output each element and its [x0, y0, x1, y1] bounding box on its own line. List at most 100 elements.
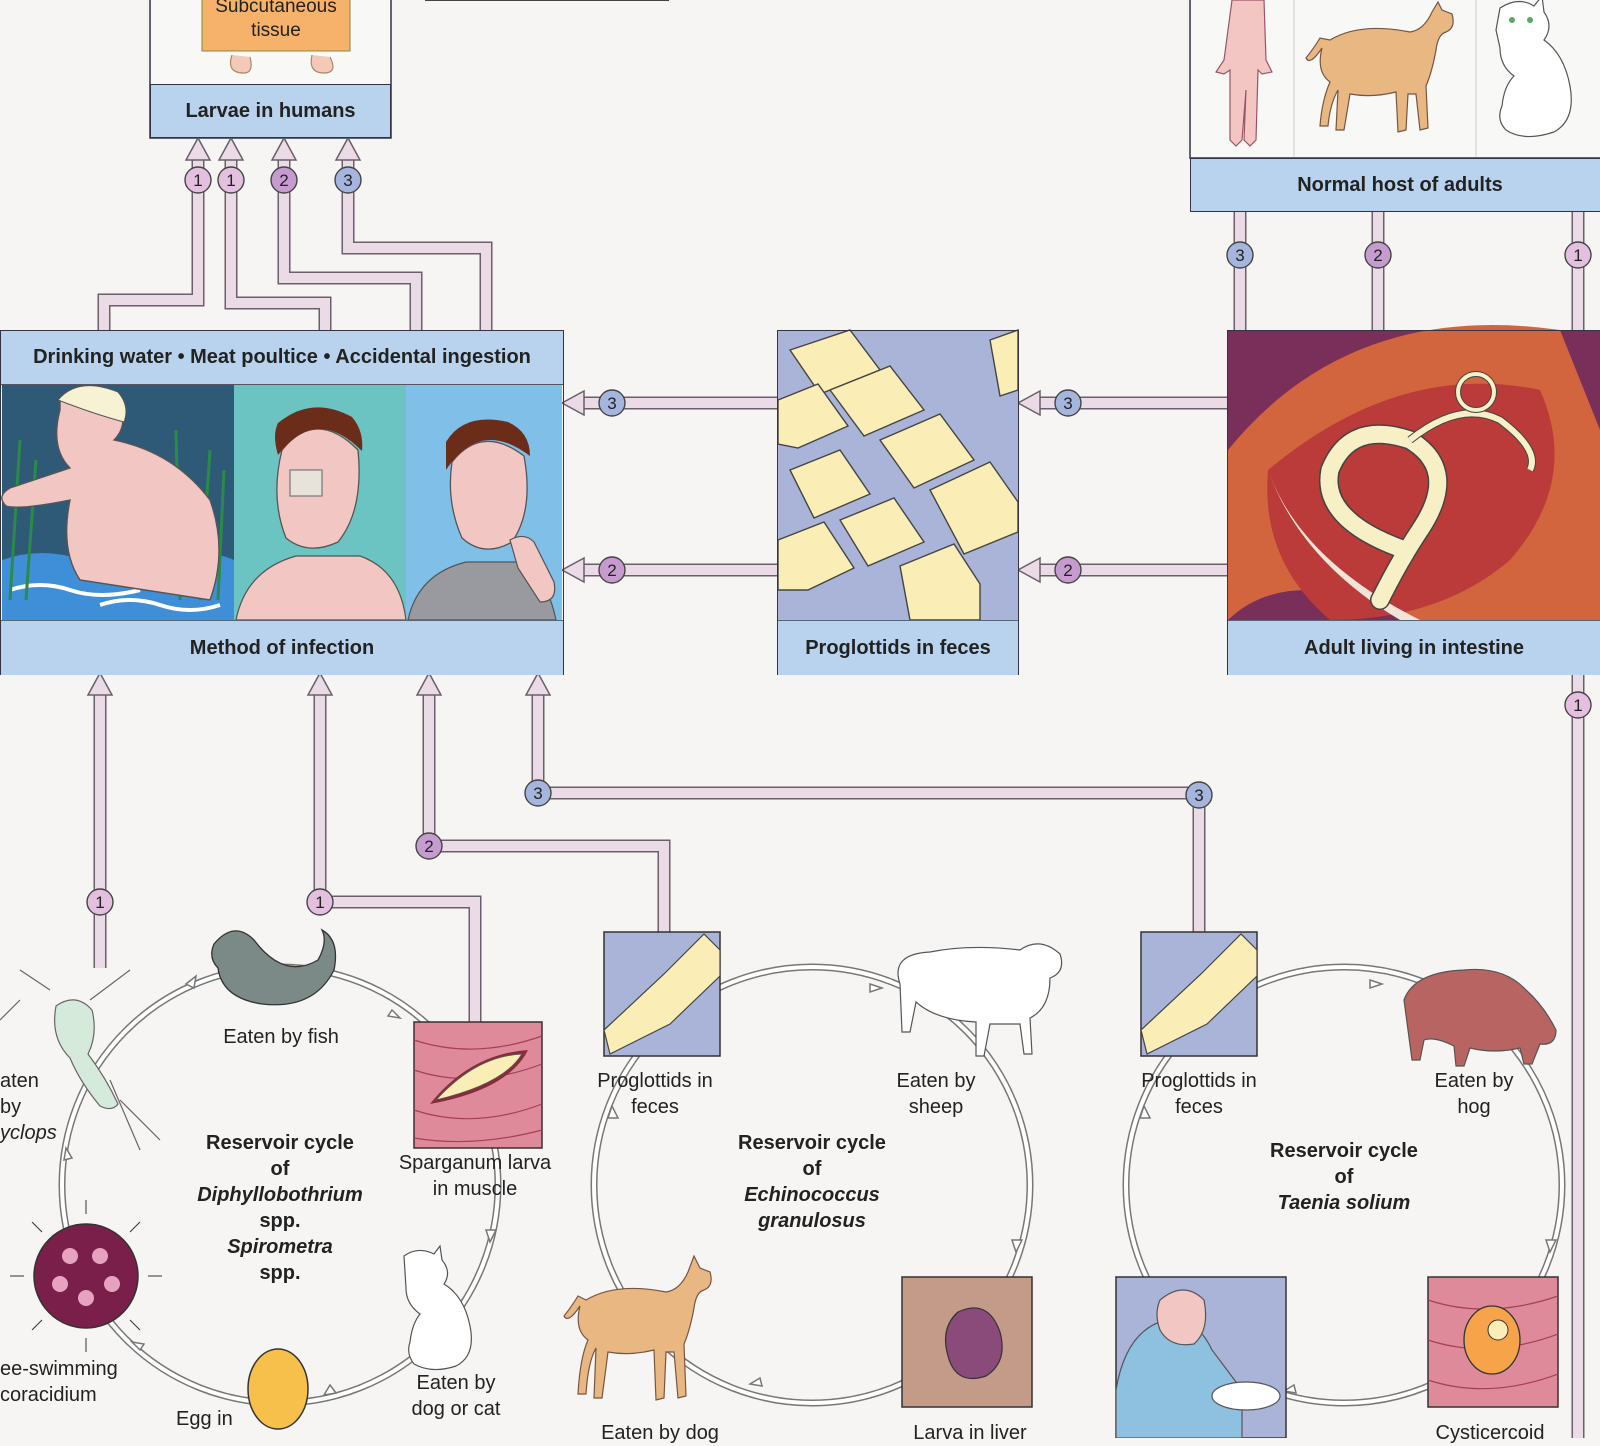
- hog-line1: Eaten by: [1434, 1070, 1514, 1092]
- sparganum-label: Sparganum larva in muscle: [380, 1150, 570, 1202]
- larva-in-liver-label: Larva in liver: [913, 1422, 1027, 1444]
- path-arrowheads: [86, 136, 1041, 696]
- cycle-arrowheads: [63, 974, 1558, 1397]
- eaten-by-dog-label: Eaten by dog: [601, 1422, 719, 1444]
- path-marker-number: 1: [1573, 696, 1582, 715]
- subcutaneous-tissue-label: Subcutaneous tissue: [215, 0, 337, 41]
- cycle3-title: Reservoir cycle of Taenia solium: [1244, 1138, 1444, 1216]
- cycle2-proglottids-line1: Proglottids in: [597, 1070, 713, 1092]
- normal-host-panel: [1189, 0, 1600, 159]
- cycle3-title-line1: Reservoir cycle: [1270, 1140, 1418, 1162]
- eaten-by-cyclops-label: aten by yclops: [0, 1068, 62, 1146]
- path-marker-circle: [86, 888, 114, 916]
- proglottids-in-feces-title: Proglottids in feces: [778, 620, 1018, 675]
- cycle2-species: granulosus: [758, 1210, 866, 1232]
- divider-line: [425, 0, 669, 2]
- cysticercoid-label: Cysticercoid: [1435, 1422, 1545, 1444]
- cycle3-illustrations: [1115, 931, 1559, 1438]
- cycle2-illustrations: [563, 931, 1063, 1408]
- path-marker-number: 1: [226, 171, 235, 190]
- path-marker-number: 1: [1573, 246, 1582, 265]
- path-marker-number: 2: [424, 837, 433, 856]
- path-marker-number: 1: [315, 893, 324, 912]
- path-marker-circle: [598, 556, 626, 584]
- path-marker-circle: [415, 832, 443, 860]
- cycle2-title: Reservoir cycle of Echinococcus granulos…: [712, 1130, 912, 1234]
- eaten-by-sheep-label: Eaten by sheep: [876, 1068, 996, 1120]
- cycle2-title-line2: of: [802, 1158, 822, 1180]
- cycle3-proglottids-line1: Proglottids in: [1141, 1070, 1257, 1092]
- cycle1-genus1: Diphyllobothrium: [197, 1184, 363, 1206]
- path-marker-number: 3: [1235, 246, 1244, 265]
- cycle1-title: Reservoir cycle of Diphyllobothrium spp.…: [180, 1130, 380, 1286]
- sparganum-line1: Sparganum larva: [398, 1152, 552, 1174]
- path-marker-circle: [1054, 556, 1082, 584]
- cat-figure: [1495, 0, 1572, 138]
- cilia: [10, 1200, 162, 1352]
- path-marker-number: 3: [533, 784, 542, 803]
- eaten-by-cyclops-line2: yclops: [0, 1122, 57, 1144]
- cycle3-proglottids-label: Proglottids in feces: [1124, 1068, 1274, 1120]
- cycle3-proglottids-line2: feces: [1175, 1096, 1223, 1118]
- eaten-by-fish-label: Eaten by fish: [223, 1026, 339, 1048]
- cycle1-spp2: spp.: [259, 1262, 301, 1284]
- human-figure: [1215, 0, 1273, 147]
- sheep-line2: sheep: [908, 1096, 964, 1118]
- path-marker-number: 1: [95, 893, 104, 912]
- path-marker-circle: [1564, 241, 1592, 269]
- path-marker-number: 1: [193, 171, 202, 190]
- cycle1-illustrations: [0, 928, 543, 1430]
- cycle1-title-line1: Reservoir cycle: [206, 1132, 354, 1154]
- path-marker-number: 3: [343, 171, 352, 190]
- dog-or-cat-line1: Eaten by: [416, 1372, 496, 1394]
- cycle1-genus2: Spirometra: [227, 1236, 333, 1258]
- path-marker-circle: [1226, 241, 1254, 269]
- path-number-markers: 1 1 2 3 3 2 1 3 2 3 2 1 1 1 2 3 3: [86, 166, 1592, 916]
- cycle1-spp1: spp.: [259, 1210, 301, 1232]
- eaten-by-dog-or-cat-label: Eaten by dog or cat: [386, 1370, 526, 1422]
- path-marker-circle: [1054, 389, 1082, 417]
- free-swimming-line2: coracidium: [0, 1384, 97, 1406]
- cycle2-genus: Echinococcus: [744, 1184, 880, 1206]
- path-marker-circle: [1364, 241, 1392, 269]
- path-marker-circle: [598, 389, 626, 417]
- path-marker-number: 3: [607, 394, 616, 413]
- hog-line2: hog: [1457, 1096, 1491, 1118]
- free-swimming-line1: ee-swimming: [0, 1358, 118, 1380]
- dog-figure: [1305, 0, 1454, 133]
- path-marker-circle: [334, 166, 362, 194]
- sparganum-line2: in muscle: [432, 1178, 518, 1200]
- path-marker-number: 2: [1063, 561, 1072, 580]
- normal-host-title: Normal host of adults: [1190, 158, 1600, 212]
- path-marker-circle: [524, 779, 552, 807]
- cycle2-title-line1: Reservoir cycle: [738, 1132, 886, 1154]
- path-marker-circle: [217, 166, 245, 194]
- adult-living-in-intestine-title: Adult living in intestine: [1228, 620, 1600, 675]
- path-marker-number: 2: [279, 171, 288, 190]
- adult-in-intestine-illustration: [1228, 325, 1600, 620]
- path-marker-circle: [306, 888, 334, 916]
- method-header: Drinking water • Meat poultice • Acciden…: [1, 331, 563, 385]
- path-marker-circle: [184, 166, 212, 194]
- path-marker-circle: [270, 166, 298, 194]
- cycle2-proglottids-label: Proglottids in feces: [580, 1068, 730, 1120]
- path-marker-number: 3: [1063, 394, 1072, 413]
- dog-or-cat-line2: dog or cat: [411, 1398, 501, 1420]
- path-marker-number: 2: [607, 561, 616, 580]
- cycle3-species: Taenia solium: [1277, 1192, 1411, 1214]
- path-marker-circle: [1185, 781, 1213, 809]
- eaten-by-cyclops-line1: aten by: [0, 1070, 39, 1118]
- path-marker-number: 2: [1373, 246, 1382, 265]
- cycle1-title-line2: of: [270, 1158, 290, 1180]
- cycle3-title-line2: of: [1334, 1166, 1354, 1188]
- method-illustrations: [1, 384, 562, 621]
- eaten-by-hog-label: Eaten by hog: [1414, 1068, 1534, 1120]
- proglottids-illustration: [777, 329, 1019, 621]
- sheep-line1: Eaten by: [896, 1070, 976, 1092]
- larvae-in-humans-title: Larvae in humans: [150, 84, 391, 138]
- path-marker-circle: [1564, 691, 1592, 719]
- path-marker-number: 3: [1194, 786, 1203, 805]
- egg-in-label: Egg in: [176, 1408, 233, 1430]
- method-of-infection-title: Method of infection: [1, 620, 563, 675]
